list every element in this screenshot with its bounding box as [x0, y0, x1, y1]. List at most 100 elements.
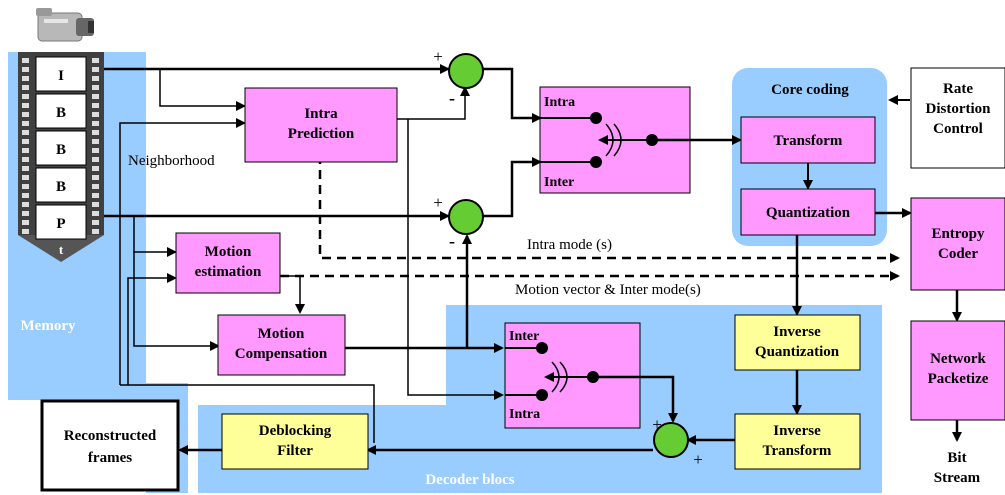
- film-sprocket-hole: [92, 67, 99, 72]
- deblocking-filter-block: Deblocking Filter: [221, 413, 369, 470]
- film-sprocket-hole: [92, 220, 99, 225]
- inverse-quantization-block: Inverse Quantization: [734, 314, 861, 371]
- wires: [104, 64, 962, 455]
- motion-estimation-block: Motion estimation: [175, 232, 281, 294]
- film-sprocket-hole: [22, 139, 29, 144]
- film-sprocket-hole: [92, 193, 99, 198]
- transform-block: Transform: [740, 116, 876, 164]
- motion-estimation-line1: Motion: [205, 244, 252, 260]
- neighborhood-label: Neighborhood: [128, 153, 215, 169]
- film-sprocket-hole: [22, 157, 29, 162]
- lower-switch-top-label: Inter: [509, 329, 539, 344]
- motion-compensation-line2: Compensation: [235, 346, 328, 362]
- decoder-label: Decoder blocs: [425, 472, 514, 488]
- inverse-transform-line2: Transform: [763, 443, 832, 459]
- film-sprocket-hole: [92, 157, 99, 162]
- upper-switch-bottom-label: Inter: [544, 175, 574, 190]
- motion-vector-label: Motion vector & Inter mode(s): [515, 282, 701, 298]
- upper-switch: Intra Inter: [539, 86, 691, 194]
- film-frame-label: B: [56, 142, 66, 158]
- film-sprocket-hole: [22, 58, 29, 63]
- film-frame: [35, 167, 87, 203]
- intra-prediction-line1: Intra: [304, 106, 338, 122]
- sum-node-3: + +: [652, 415, 703, 469]
- inverse-transform-line1: Inverse: [773, 423, 821, 439]
- film-sprocket-hole: [22, 103, 29, 108]
- sum-node-1-minus: -: [449, 88, 455, 108]
- film-sprocket-hole: [92, 229, 99, 234]
- lower-switch: Inter Intra: [504, 322, 641, 429]
- film-sprocket-hole: [92, 121, 99, 126]
- motion-estimation-line2: estimation: [195, 264, 262, 280]
- entropy-coder-block: Entropy Coder: [910, 197, 1005, 291]
- rate-distortion-line1: Rate: [943, 81, 973, 97]
- deblocking-filter-line2: Filter: [277, 443, 313, 459]
- sum-node-2: + -: [433, 193, 484, 251]
- memory-label: Memory: [21, 318, 76, 334]
- film-sprocket-hole: [22, 175, 29, 180]
- film-sprocket-hole: [22, 85, 29, 90]
- film-sprocket-hole: [22, 121, 29, 126]
- film-frames: I B B B P: [35, 56, 87, 240]
- film-sprocket-hole: [92, 76, 99, 81]
- film-sprocket-hole: [22, 229, 29, 234]
- network-packetize-block: Network Packetize: [910, 320, 1005, 421]
- sum-node-1: + -: [433, 47, 484, 108]
- film-sprocket-hole: [22, 67, 29, 72]
- bit-stream-line1: Bit: [947, 450, 966, 466]
- motion-compensation-block: Motion Compensation: [217, 314, 346, 376]
- film-sprocket-hole: [92, 184, 99, 189]
- intra-prediction-line2: Prediction: [288, 126, 355, 142]
- network-packetize-line1: Network: [930, 351, 986, 367]
- film-sprocket-hole: [92, 166, 99, 171]
- film-strip: t I B B B P: [18, 52, 104, 262]
- film-frame: [35, 93, 87, 129]
- film-sprocket-hole: [92, 175, 99, 180]
- quantization-label: Quantization: [766, 205, 851, 221]
- film-frame: [35, 130, 87, 166]
- film-frame: [35, 56, 87, 92]
- film-sprocket-hole: [22, 166, 29, 171]
- film-sprocket-hole: [92, 139, 99, 144]
- sum-node-1-plus: +: [433, 47, 443, 66]
- film-sprocket-hole: [92, 85, 99, 90]
- inverse-quantization-line2: Quantization: [755, 344, 840, 360]
- film-sprocket-hole: [92, 211, 99, 216]
- film-sprocket-holes: [22, 58, 99, 234]
- deblocking-filter-line1: Deblocking: [259, 423, 332, 439]
- network-packetize-line2: Packetize: [928, 371, 989, 387]
- reconstructed-frames-line1: Reconstructed: [64, 428, 157, 444]
- entropy-coder-line1: Entropy: [931, 226, 985, 242]
- reconstructed-frames-line2: frames: [88, 450, 132, 466]
- film-sprocket-hole: [22, 211, 29, 216]
- rate-distortion-line3: Control: [933, 121, 983, 137]
- film-frame-label: P: [56, 216, 65, 232]
- film-sprocket-hole: [92, 148, 99, 153]
- film-frame-label: B: [56, 179, 66, 195]
- bit-stream-line2: Stream: [934, 470, 981, 486]
- intra-modes-label: Intra mode (s): [527, 237, 612, 253]
- rate-distortion-control-block: Rate Distortion Control: [910, 67, 1005, 169]
- film-sprocket-hole: [92, 202, 99, 207]
- film-sprocket-hole: [22, 220, 29, 225]
- film-sprocket-hole: [22, 94, 29, 99]
- upper-switch-top-label: Intra: [544, 95, 575, 110]
- film-time-label: t: [59, 242, 64, 257]
- lower-switch-bottom-label: Intra: [509, 407, 540, 422]
- entropy-coder-line2: Coder: [938, 246, 978, 262]
- film-frame-label: I: [58, 68, 64, 84]
- sum-node-3-plus-bottom: +: [693, 450, 703, 469]
- film-frame-label: B: [56, 105, 66, 121]
- sum-node-3-plus-left: +: [652, 415, 662, 434]
- film-sprocket-hole: [22, 130, 29, 135]
- film-sprocket-hole: [92, 130, 99, 135]
- film-sprocket-hole: [22, 76, 29, 81]
- film-sprocket-hole: [22, 202, 29, 207]
- film-sprocket-hole: [92, 103, 99, 108]
- film-sprocket-hole: [22, 184, 29, 189]
- motion-compensation-line1: Motion: [258, 326, 305, 342]
- intra-prediction-block: Intra Prediction: [244, 87, 398, 163]
- sum-node-2-minus: -: [449, 231, 455, 251]
- reconstructed-frames-block: Reconstructed frames: [40, 399, 180, 492]
